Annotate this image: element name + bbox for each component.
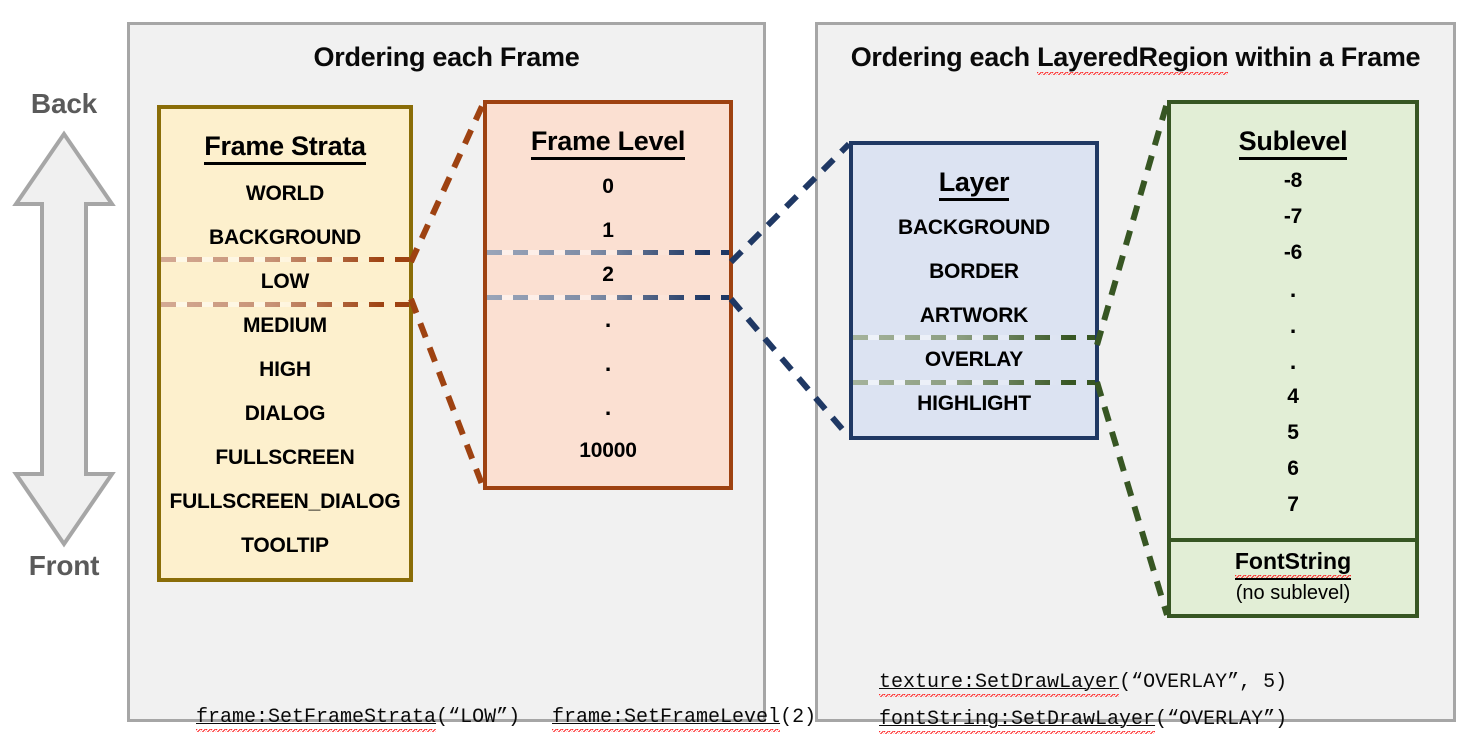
row-strata-5: DIALOG	[244, 402, 326, 425]
row-sublevel-8: 6	[1287, 457, 1299, 480]
row-sublevel-4: .	[1289, 311, 1297, 338]
fontstring-label: FontString	[1234, 548, 1352, 580]
row-strata-4: HIGH	[259, 358, 311, 381]
connector-level-to-layer-bottom	[728, 297, 852, 439]
box-layer-title: Layer	[853, 167, 1095, 201]
axis-label-front: Front	[28, 550, 100, 581]
row-sublevel-0: -8	[1283, 169, 1303, 192]
code-setframestrata: frame:SetFrameStrata(“LOW”)	[148, 683, 520, 752]
row-sublevel-3: .	[1289, 275, 1297, 302]
panel-right-title-term: LayeredRegion	[1037, 42, 1229, 75]
row-level-0: 0	[602, 175, 614, 198]
row-layer-4: HIGHLIGHT	[917, 392, 1031, 415]
box-layer: Layer BACKGROUND BORDER ARTWORK OVERLAY HIGH…	[849, 141, 1099, 440]
box-frame-level-title: Frame Level	[487, 126, 729, 160]
row-sublevel-1: -7	[1283, 205, 1303, 228]
box-sublevel: Sublevel -8 -7 -6... 4 5 6 7 FontString (no su…	[1167, 100, 1419, 618]
row-sublevel-6: 4	[1287, 385, 1299, 408]
row-layer-3: OVERLAY	[924, 348, 1024, 371]
code-setframelevel: frame:SetFrameLevel(2)	[504, 683, 816, 752]
row-level-3: .	[604, 305, 612, 332]
row-strata-8: TOOLTIP	[241, 534, 329, 557]
panel-right-title-pre: Ordering each	[850, 42, 1038, 72]
panel-right-title-post: within a Frame	[1228, 42, 1421, 72]
panel-right-title: Ordering each LayeredRegion within a Fra…	[818, 42, 1453, 75]
row-strata-6: FULLSCREEN	[215, 446, 355, 469]
row-level-6: 10000	[579, 439, 637, 462]
row-level-4: .	[604, 349, 612, 376]
row-sublevel-5: .	[1289, 347, 1297, 374]
row-sublevel-2: -6	[1283, 241, 1303, 264]
row-strata-1: BACKGROUND	[209, 226, 361, 249]
row-level-1: 1	[602, 219, 614, 242]
code-fontstring-setdrawlayer: fontString:SetDrawLayer(“OVERLAY”)	[831, 685, 1287, 754]
connector-layer-to-sublevel-top	[1094, 102, 1170, 346]
row-layer-0: BACKGROUND	[898, 216, 1050, 239]
row-strata-0: WORLD	[245, 182, 325, 205]
panel-left-title: Ordering each Frame	[313, 42, 580, 72]
double-headed-vertical-arrow-icon	[12, 130, 116, 548]
fontstring-note: (no sublevel)	[1235, 582, 1351, 604]
box-frame-strata-title: Frame Strata	[161, 131, 409, 165]
connector-layer-to-sublevel-bottom	[1094, 381, 1170, 616]
row-level-2: 2	[602, 263, 614, 286]
code-texture-setdrawlayer: texture:SetDrawLayer(“OVERLAY”, 5)	[831, 648, 1287, 717]
box-sublevel-rows: -8 -7 -6... 4 5 6 7	[1171, 163, 1415, 538]
row-sublevel-9: 7	[1287, 493, 1299, 516]
row-strata-2: LOW	[260, 270, 310, 293]
box-sublevel-fontstring-footer: FontString (no sublevel)	[1171, 538, 1415, 614]
connector-level-to-layer-top	[728, 141, 852, 265]
row-sublevel-7: 5	[1287, 421, 1299, 444]
connector-strata-to-level-top	[408, 102, 486, 264]
box-frame-strata: Frame Strata WORLD BACKGROUND LOW MEDIUM HIG…	[157, 105, 413, 582]
depth-axis-arrow: Back Front	[0, 88, 128, 594]
row-strata-3: MEDIUM	[243, 314, 327, 337]
axis-label-back: Back	[30, 88, 98, 119]
row-layer-1: BORDER	[929, 260, 1019, 283]
connector-strata-to-level-bottom	[408, 297, 486, 489]
row-layer-2: ARTWORK	[919, 304, 1029, 327]
row-strata-7: FULLSCREEN_DIALOG	[169, 490, 401, 513]
row-level-5: .	[604, 393, 612, 420]
box-sublevel-title: Sublevel	[1171, 126, 1415, 160]
